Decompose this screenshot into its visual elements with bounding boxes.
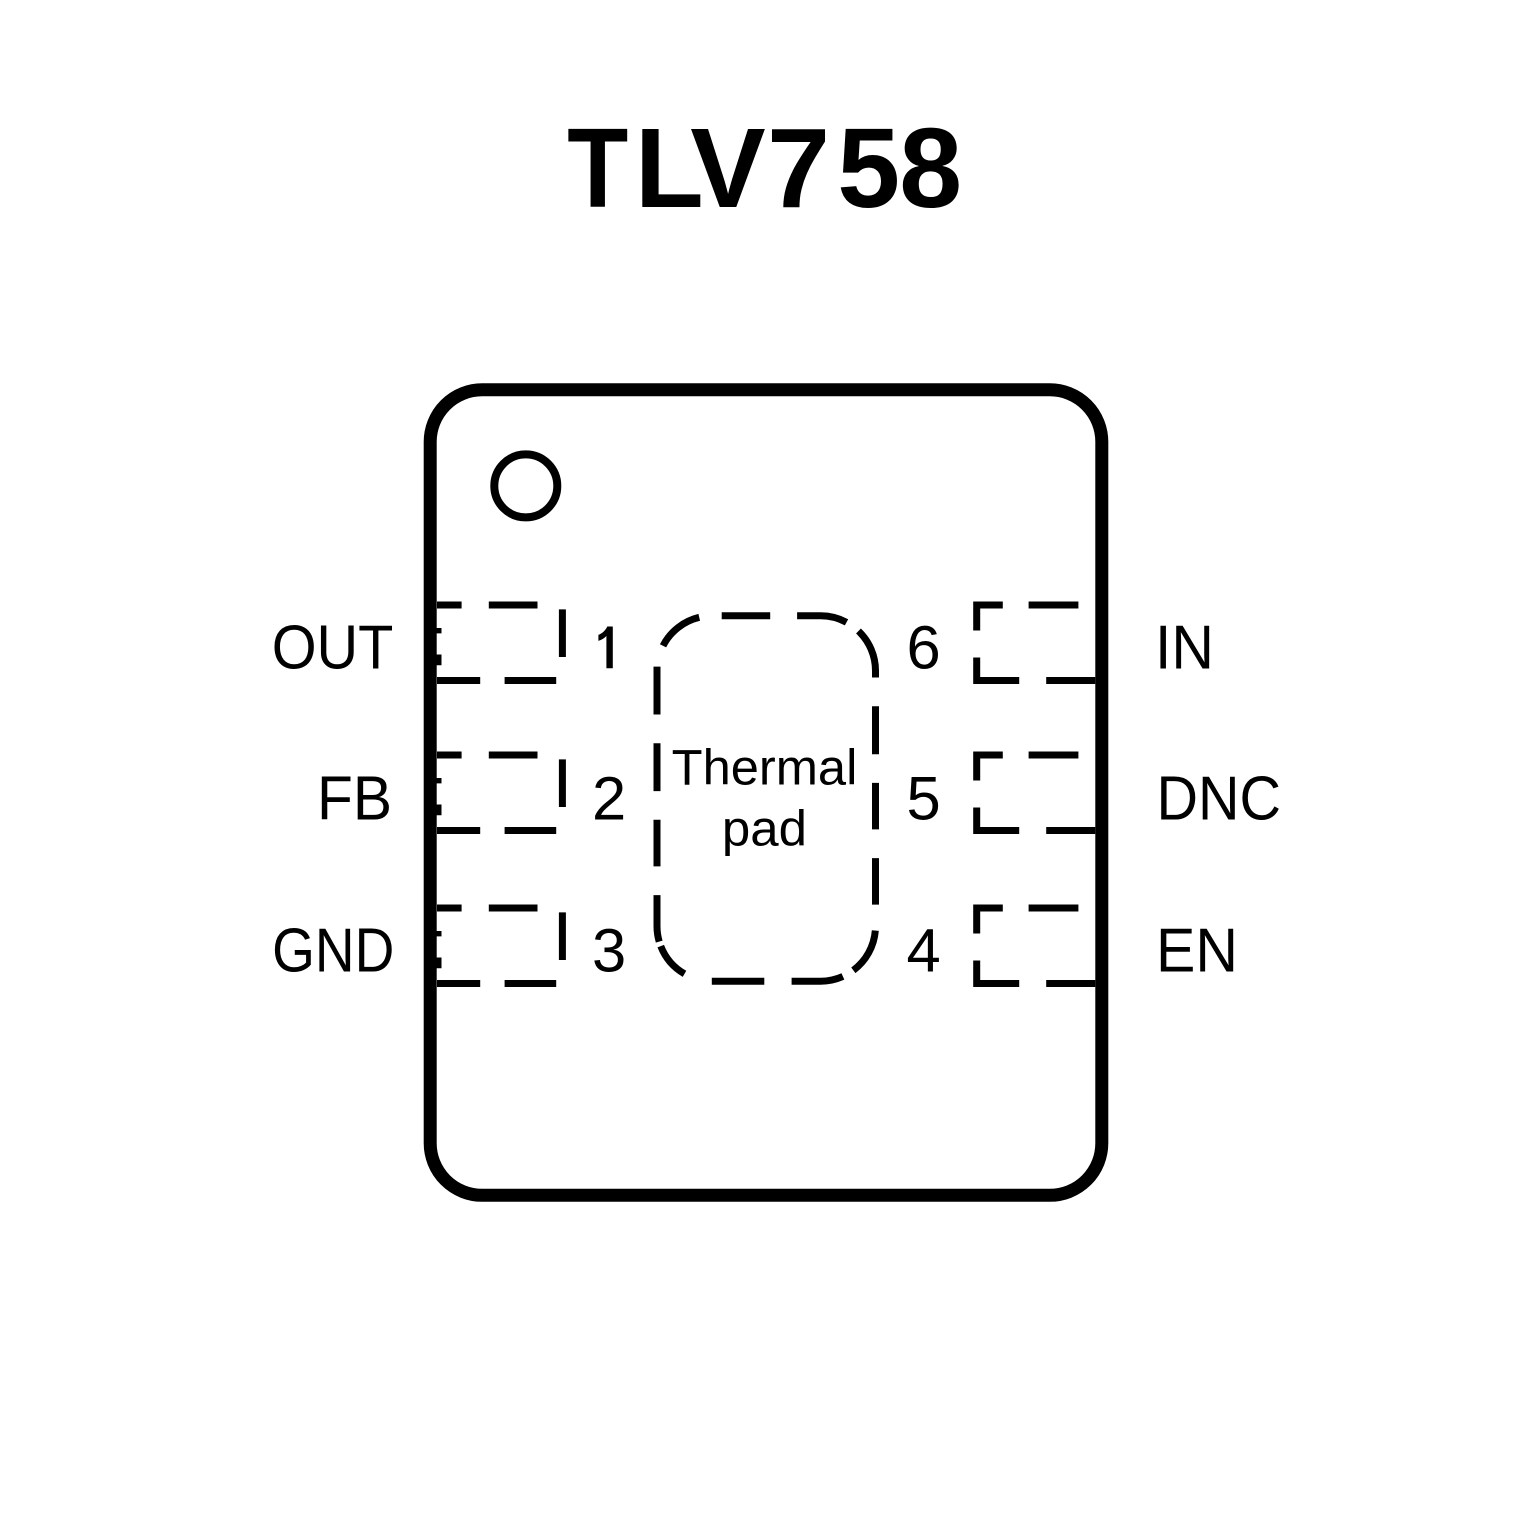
svg-text:T: T xyxy=(567,105,628,231)
svg-text:5: 5 xyxy=(837,105,900,231)
svg-text:IN: IN xyxy=(1155,612,1214,682)
svg-text:2: 2 xyxy=(592,764,626,833)
svg-text:V: V xyxy=(690,105,765,231)
svg-text:pad: pad xyxy=(722,801,807,857)
svg-text:OUT: OUT xyxy=(272,612,394,682)
svg-text:5: 5 xyxy=(907,764,941,833)
svg-text:4: 4 xyxy=(907,916,941,985)
svg-text:L: L xyxy=(635,105,704,231)
svg-text:FB: FB xyxy=(317,763,392,833)
svg-text:8: 8 xyxy=(899,105,962,231)
svg-text:7: 7 xyxy=(767,105,830,231)
svg-text:3: 3 xyxy=(592,916,626,985)
svg-text:GND: GND xyxy=(272,915,394,985)
svg-text:Thermal: Thermal xyxy=(672,739,858,795)
svg-text:6: 6 xyxy=(907,613,941,682)
svg-text:DNC: DNC xyxy=(1157,763,1282,833)
svg-text:EN: EN xyxy=(1156,915,1238,985)
